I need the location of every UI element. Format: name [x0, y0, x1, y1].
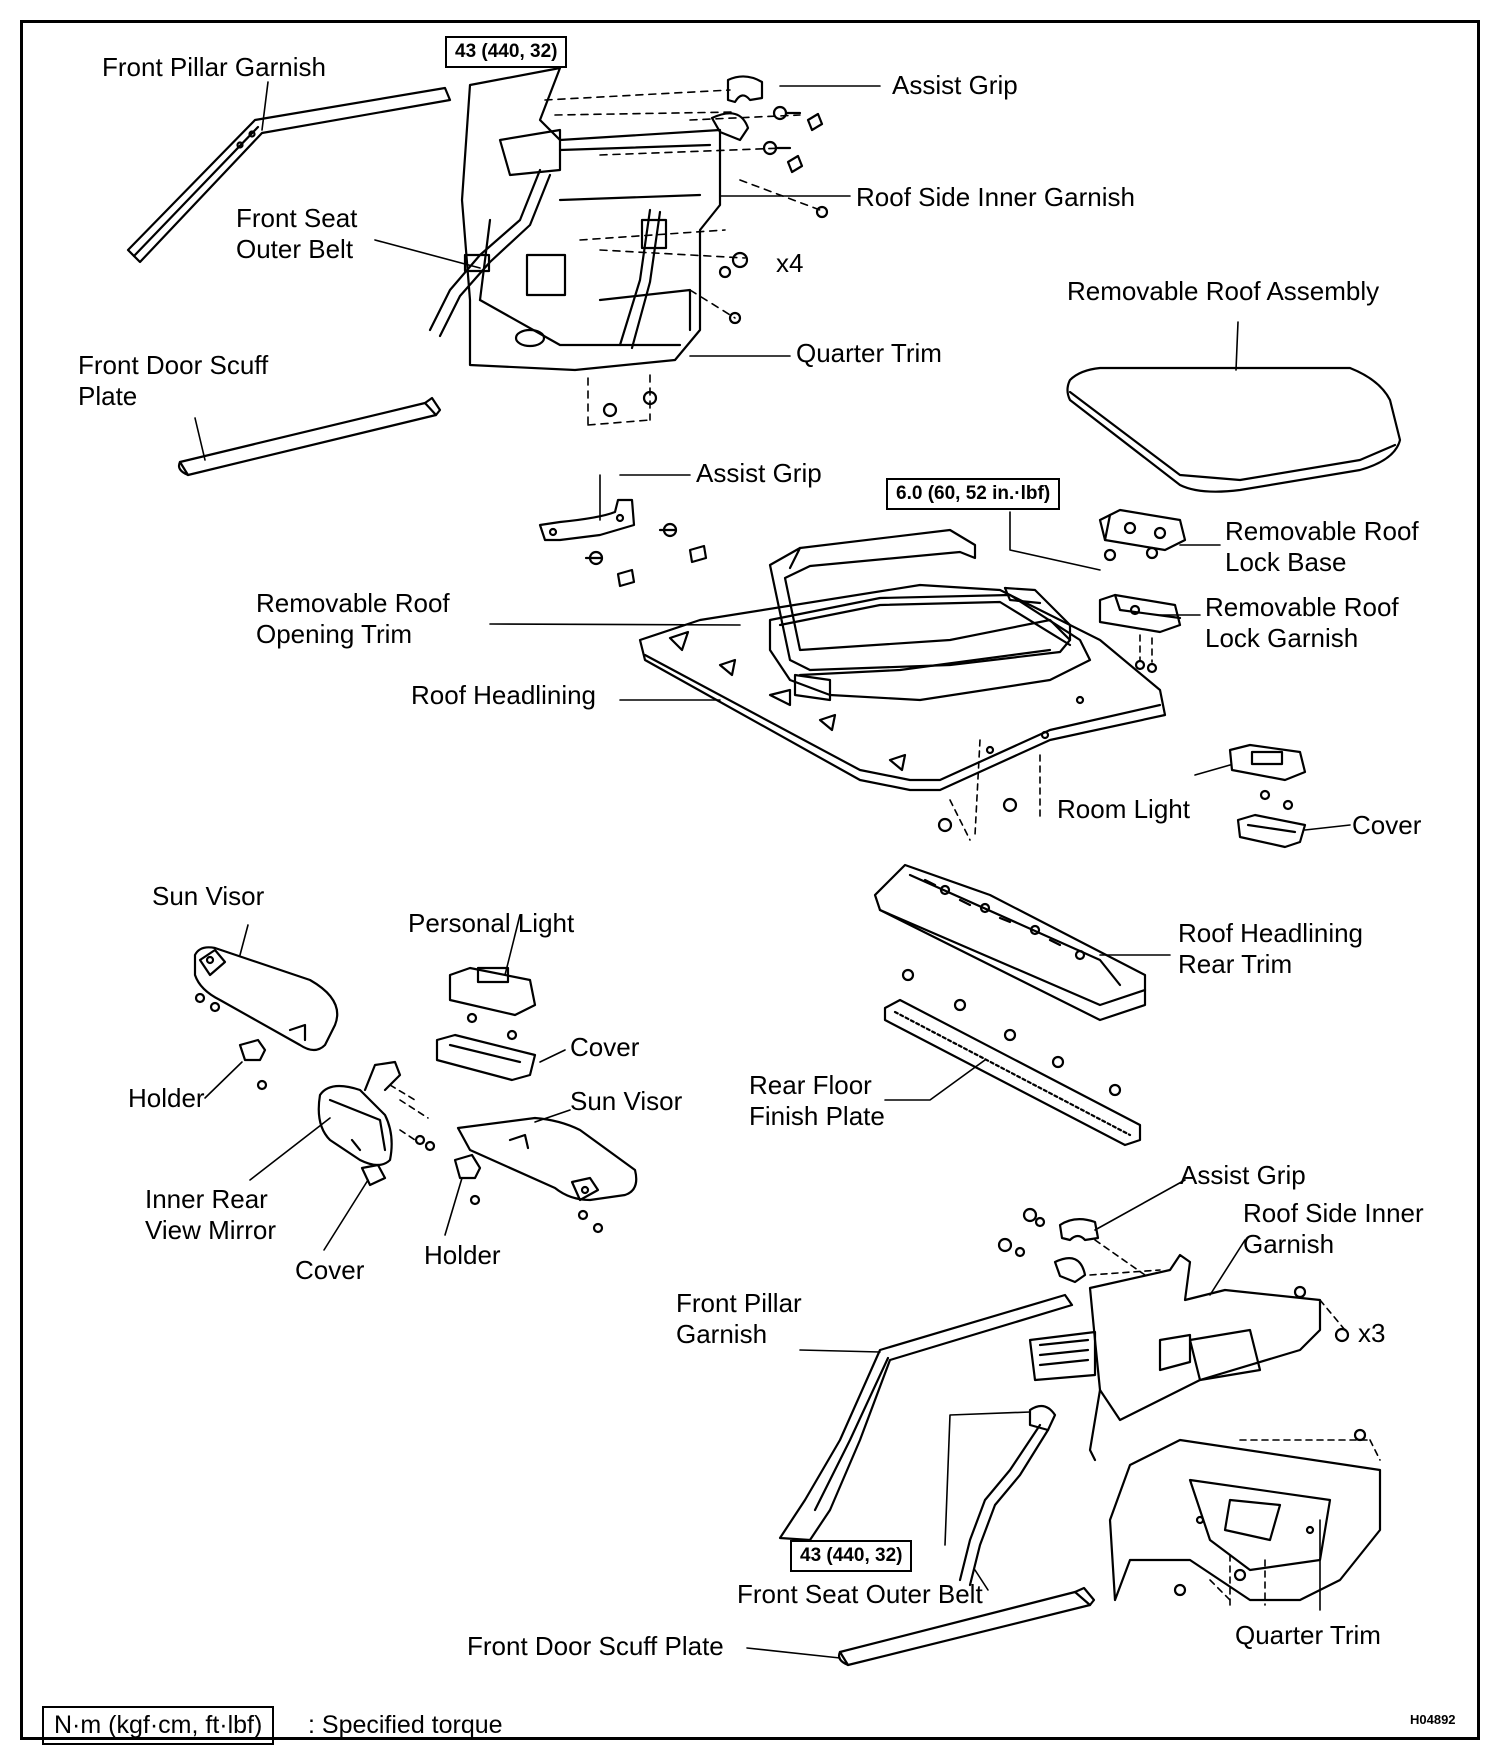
- torque-box-bottom: 43 (440, 32): [790, 1540, 913, 1572]
- leader-lines: [194, 81, 1351, 1659]
- label-front-pillar-garnish-bottom: Front Pillar Garnish: [676, 1288, 802, 1349]
- alignment-lines-top: [544, 89, 821, 426]
- inner-rear-view-mirror-part: [317, 1060, 402, 1167]
- label-inner-rear-view-mirror: Inner Rear View Mirror: [145, 1184, 276, 1245]
- torque-box-roof-lock: 6.0 (60, 52 in.·lbf): [886, 478, 1061, 510]
- removable-roof-assembly-part: [1066, 366, 1402, 493]
- label-front-seat-outer-belt-top: Front Seat Outer Belt: [236, 203, 358, 264]
- label-assist-grip-bottom: Assist Grip: [1180, 1160, 1306, 1190]
- label-front-pillar-garnish-top: Front Pillar Garnish: [102, 52, 326, 82]
- cover-mirror-part: [360, 1163, 387, 1187]
- screw: [1334, 1327, 1350, 1343]
- front-pillar-garnish-bottom-part: [778, 1293, 1074, 1542]
- torque-box-top: 43 (440, 32): [445, 36, 568, 68]
- label-roof-side-inner-garnish-top: Roof Side Inner Garnish: [856, 182, 1135, 212]
- rear-floor-screws: [901, 968, 1122, 1097]
- label-removable-roof-lock-base: Removable Roof Lock Base: [1225, 516, 1419, 577]
- holder-right-part: [453, 1153, 482, 1206]
- front-seat-outer-belt-bottom-part: [958, 1330, 1097, 1587]
- personal-light-part: [448, 966, 537, 1041]
- alignment-lines-bottom: [1089, 1239, 1381, 1611]
- rear-floor-finish-plate-part: [883, 998, 1142, 1147]
- label-assist-grip-top: Assist Grip: [892, 70, 1018, 100]
- label-sun-visor-right: Sun Visor: [570, 1086, 683, 1116]
- front-seat-outer-belt-top-part: [428, 168, 668, 350]
- label-cover-room-light: Cover: [1352, 810, 1422, 840]
- screw: [424, 1140, 436, 1152]
- label-front-seat-outer-belt-bottom: Front Seat Outer Belt: [737, 1579, 983, 1609]
- cover-room-light-part: [1236, 813, 1307, 849]
- screw: [1293, 1285, 1307, 1299]
- front-pillar-garnish-top-part: [126, 86, 452, 264]
- assist-grip-mid-part: [538, 498, 708, 588]
- legend-torque-box: N·m (kgf·cm, ft·lbf): [42, 1706, 275, 1745]
- cover-personal-light-part: [435, 1033, 537, 1082]
- removable-roof-opening-trim-part: [768, 528, 1072, 672]
- legend-text: : Specified torque: [308, 1711, 503, 1739]
- front-door-scuff-plate-top-part: [177, 396, 442, 477]
- label-holder-right: Holder: [424, 1240, 501, 1270]
- room-light-part: [1228, 743, 1307, 811]
- label-removable-roof-assembly: Removable Roof Assembly: [1067, 276, 1380, 306]
- label-front-door-scuff-plate-top: Front Door Scuff Plate: [78, 350, 269, 411]
- label-holder-left: Holder: [128, 1083, 205, 1113]
- quarter-trim-top-part: [460, 66, 722, 372]
- label-roof-headlining-rear-trim: Roof Headlining Rear Trim: [1178, 918, 1364, 979]
- figure-code: H04892: [1410, 1712, 1456, 1727]
- roof-headlining-rear-trim-part: [873, 863, 1147, 1022]
- label-room-light: Room Light: [1057, 794, 1190, 824]
- sun-visor-left-part: [193, 946, 339, 1052]
- label-cover-personal-light: Cover: [570, 1032, 640, 1062]
- assist-grip-top-part: [710, 75, 829, 325]
- screw: [1002, 797, 1018, 813]
- removable-roof-lock-base-part: [1098, 508, 1187, 674]
- label-roof-headlining: Roof Headlining: [411, 680, 597, 710]
- roof-side-inner-garnish-bottom-part: [1088, 1253, 1322, 1462]
- label-front-door-scuff-plate-bottom: Front Door Scuff Plate: [467, 1631, 724, 1661]
- screw: [1233, 1568, 1247, 1582]
- diagram-frame: [20, 20, 1480, 1740]
- front-door-scuff-plate-bottom-part: [837, 1586, 1096, 1667]
- quarter-trim-bottom-part: [1108, 1438, 1382, 1602]
- label-quarter-trim-bottom: Quarter Trim: [1235, 1620, 1381, 1650]
- label-rear-floor-finish-plate: Rear Floor Finish Plate: [749, 1070, 885, 1131]
- label-cover-mirror: Cover: [295, 1255, 365, 1285]
- label-x4: x4: [776, 248, 804, 278]
- screw: [602, 402, 618, 418]
- label-x3: x3: [1358, 1318, 1386, 1348]
- roof-headlining-part: [638, 583, 1167, 792]
- screw: [1173, 1583, 1187, 1597]
- assist-grip-bottom-part: [997, 1207, 1100, 1284]
- screw: [937, 817, 953, 833]
- screw: [414, 1134, 426, 1146]
- label-assist-grip-mid: Assist Grip: [696, 458, 822, 488]
- screw: [642, 390, 658, 406]
- label-removable-roof-opening-trim: Removable Roof Opening Trim: [256, 588, 450, 649]
- holder-left-part: [238, 1038, 268, 1091]
- label-personal-light: Personal Light: [408, 908, 575, 938]
- label-sun-visor-left: Sun Visor: [152, 881, 265, 911]
- sun-visor-right-part: [456, 1116, 638, 1234]
- label-removable-roof-lock-garnish: Removable Roof Lock Garnish: [1205, 592, 1399, 653]
- label-roof-side-inner-garnish-bottom: Roof Side Inner Garnish: [1243, 1198, 1424, 1259]
- label-quarter-trim-top: Quarter Trim: [796, 338, 942, 368]
- screw: [1353, 1428, 1367, 1442]
- alignment-lines-lock: [949, 634, 1153, 841]
- alignment-lines-mirror: [389, 1084, 429, 1141]
